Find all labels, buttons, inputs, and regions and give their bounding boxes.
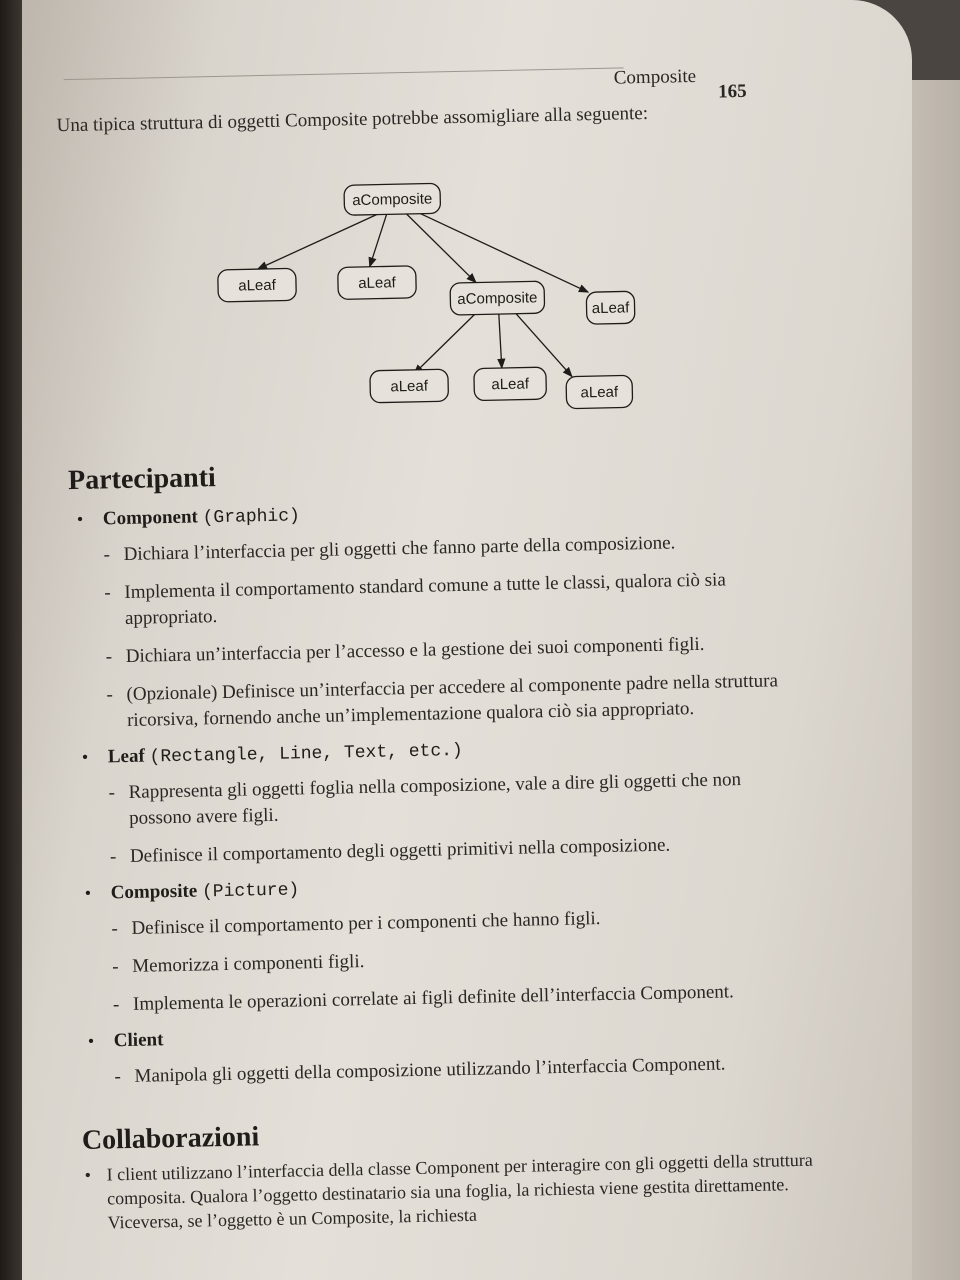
participant-point: -Manipola gli oggetti della composizione…	[80, 1050, 800, 1091]
node-leaf-4	[585, 290, 636, 325]
participant-item: • Leaf (Rectangle, Line, Text, etc.) -Ra…	[74, 732, 796, 871]
edge-root-leaf4	[420, 213, 590, 293]
node-composite-label: aComposite	[457, 289, 537, 308]
node-root-label: aComposite	[352, 190, 432, 209]
dash-icon: -	[109, 846, 117, 868]
participant-term: Leaf	[107, 745, 146, 768]
node-leaf-5	[369, 368, 449, 404]
point-text: Implementa il comportamento standard com…	[124, 569, 726, 629]
intro-sentence: Una tipica struttura di oggetti Composit…	[56, 102, 649, 137]
edge-composite-leaf2	[497, 310, 506, 370]
point-text: Manipola gli oggetti della composizione …	[134, 1053, 726, 1087]
node-leaf-2-label: aLeaf	[358, 274, 397, 292]
section-title-collaborations: Collaborazioni	[81, 1121, 260, 1156]
dash-icon: -	[108, 782, 116, 804]
participant-code: (Picture)	[201, 880, 300, 903]
edge-composite-leaf3	[512, 309, 573, 378]
node-leaf-1	[217, 267, 297, 303]
edge-root-leaf2	[368, 214, 388, 268]
point-text: Memorizza i componenti figli.	[132, 951, 365, 977]
dash-icon: -	[111, 918, 119, 940]
participant-heading: • Composite (Picture)	[77, 868, 797, 905]
point-text: Definisce il comportamento degli oggetti…	[129, 834, 671, 867]
participant-point: -Dichiara l’interfaccia per gli oggetti …	[69, 528, 789, 569]
edge-root-leaf1	[256, 214, 377, 270]
running-head: Composite	[613, 65, 697, 89]
participant-point: -Rappresenta gli oggetti foglia nella co…	[74, 766, 795, 833]
dash-icon: -	[106, 684, 114, 706]
participant-heading: • Client	[80, 1016, 800, 1053]
page-content: Composite 165 Una tipica struttura di og…	[22, 0, 912, 1280]
participant-heading: • Component (Graphic)	[69, 494, 789, 531]
dash-icon: -	[112, 956, 119, 978]
participant-code: (Graphic)	[202, 506, 301, 529]
point-text: Implementa le operazioni correlate ai fi…	[132, 981, 735, 1015]
bullet-icon: •	[76, 508, 84, 529]
participant-point: -(Opzionale) Definisce un’interfaccia pe…	[72, 668, 793, 735]
participant-point: -Implementa il comportamento standard co…	[70, 566, 791, 633]
participant-term: Composite	[110, 880, 198, 904]
edge-composite-leaf1	[413, 310, 480, 375]
node-root	[343, 182, 442, 216]
node-leaf-1-label: aLeaf	[238, 277, 277, 295]
node-leaf-7-label: aLeaf	[580, 384, 619, 402]
dash-icon: -	[112, 994, 120, 1016]
participant-heading: • Leaf (Rectangle, Line, Text, etc.)	[74, 732, 794, 769]
edge-root-composite	[406, 213, 477, 284]
participant-point: -Memorizza i componenti figli.	[78, 940, 798, 981]
bullet-icon: •	[81, 746, 89, 767]
bullet-icon: •	[84, 882, 92, 903]
participant-point: -Implementa le operazioni correlate ai f…	[79, 978, 799, 1019]
point-text: Dichiara un’interfaccia per l’accesso e …	[125, 633, 705, 667]
bullet-icon: •	[87, 1030, 95, 1051]
participants-list: • Component (Graphic) -Dichiara l’interf…	[69, 494, 801, 1103]
participant-item: • Component (Graphic) -Dichiara l’interf…	[69, 494, 794, 735]
node-leaf-6	[473, 366, 547, 402]
dash-icon: -	[103, 544, 111, 566]
page-number: 165	[717, 80, 747, 103]
point-text: Definisce il comportamento per i compone…	[131, 908, 601, 939]
node-leaf-4-label: aLeaf	[592, 299, 631, 317]
point-text: Rappresenta gli oggetti foglia nella com…	[128, 769, 742, 829]
participant-term: Component	[102, 506, 199, 530]
collaborations-paragraph: • I client utilizzano l’interfaccia dell…	[82, 1148, 817, 1235]
dash-icon: -	[104, 582, 111, 604]
participant-point: -Definisce il comportamento per i compon…	[77, 902, 797, 943]
dash-icon: -	[105, 646, 113, 668]
point-text: (Opzionale) Definisce un’interfaccia per…	[126, 670, 779, 731]
node-leaf-2	[337, 265, 417, 300]
bullet-icon: •	[84, 1164, 92, 1185]
participant-item: • Client -Manipola gli oggetti della com…	[80, 1016, 801, 1091]
header-rule	[63, 67, 624, 81]
node-composite	[449, 280, 546, 316]
participant-code: (Rectangle, Line, Text, etc.)	[149, 740, 463, 768]
participant-point: -Definisce il comportamento degli oggett…	[76, 830, 796, 871]
participant-term: Client	[113, 1029, 164, 1052]
node-leaf-5-label: aLeaf	[390, 378, 429, 396]
participant-item: • Composite (Picture) -Definisce il comp…	[77, 868, 800, 1019]
section-title-participants: Partecipanti	[67, 462, 217, 497]
participant-point: -Dichiara un’interfaccia per l’accesso e…	[72, 630, 792, 671]
book-page: Composite 165 Una tipica struttura di og…	[22, 0, 912, 1280]
collaborations-text: I client utilizzano l’interfaccia della …	[106, 1149, 813, 1233]
point-text: Dichiara l’interfaccia per gli oggetti c…	[123, 532, 676, 565]
node-leaf-6-label: aLeaf	[491, 375, 530, 393]
node-leaf-7	[565, 374, 634, 410]
composite-tree-diagram: aComposite aLeaf aLeaf aComposite aLeaf …	[217, 182, 636, 410]
dash-icon: -	[114, 1066, 122, 1088]
